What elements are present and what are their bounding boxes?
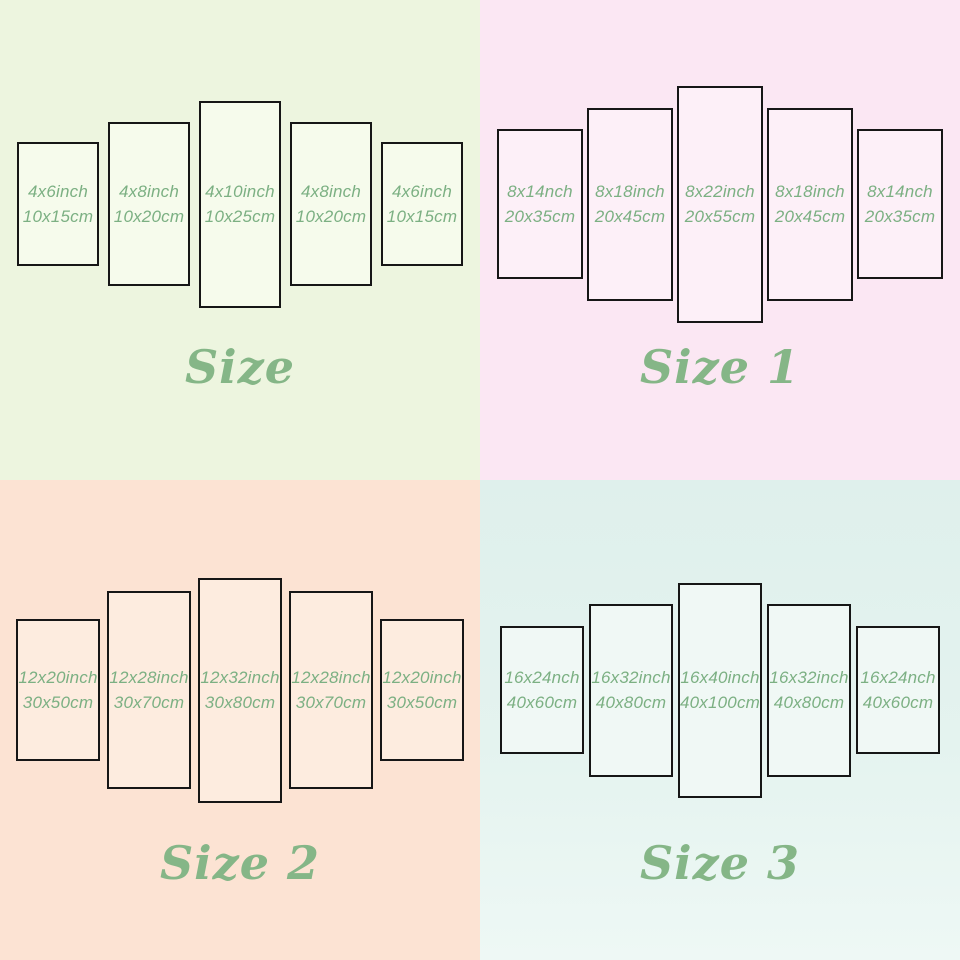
panel-label: 12x28inch 30x70cm xyxy=(291,665,370,715)
panel-size-inch: 16x40inch xyxy=(680,668,760,687)
panel-size-inch: 4x8inch xyxy=(118,182,179,201)
panel-label: 4x6inch 10x15cm xyxy=(387,179,457,229)
panel-size-cm: 20x55cm xyxy=(684,207,756,226)
panel-label: 8x18inch 20x45cm xyxy=(775,179,845,229)
panel-size-cm: 40x100cm xyxy=(679,693,761,712)
panel-label: 16x24nch 40x60cm xyxy=(860,665,935,715)
panel-size-inch: 4x8inch xyxy=(300,182,361,201)
panel-cluster: 12x20inch 30x50cm 12x28inch 30x70cm 12x3… xyxy=(0,523,480,857)
panel-size-inch: 8x14nch xyxy=(867,182,933,201)
panel-size-inch: 16x32inch xyxy=(591,668,671,687)
panel-4: 4x8inch 10x20cm xyxy=(290,122,372,286)
panel-4: 16x32inch 40x80cm xyxy=(767,603,851,777)
panel-size-cm: 20x35cm xyxy=(864,207,936,226)
panel-size-cm: 10x25cm xyxy=(204,207,276,226)
panel-3: 16x40inch 40x100cm xyxy=(678,582,762,798)
panel-size-cm: 40x80cm xyxy=(773,693,845,712)
panel-size-cm: 10x20cm xyxy=(295,207,367,226)
panel-5: 8x14nch 20x35cm xyxy=(857,129,943,279)
panel-2: 12x28inch 30x70cm xyxy=(107,591,191,789)
panel-size-inch: 12x28inch xyxy=(109,668,189,687)
panel-size-inch: 8x18inch xyxy=(595,182,665,201)
panel-size-inch: 12x20inch xyxy=(382,668,462,687)
panel-2: 8x18inch 20x45cm xyxy=(587,107,673,301)
panel-label: 16x24nch 40x60cm xyxy=(504,665,579,715)
panel-cluster: 16x24nch 40x60cm 16x32inch 40x80cm 16x40… xyxy=(480,523,960,857)
panel-cluster: 4x6inch 10x15cm 4x8inch 10x20cm 4x10inch… xyxy=(0,37,480,371)
panel-label: 4x8inch 10x20cm xyxy=(296,179,366,229)
quadrant-title: Size 1 xyxy=(639,340,801,394)
panel-label: 12x20inch 30x50cm xyxy=(18,665,97,715)
panel-label: 8x18inch 20x45cm xyxy=(595,179,665,229)
panel-1: 12x20inch 30x50cm xyxy=(16,619,100,761)
panel-label: 12x32inch 30x80cm xyxy=(200,665,279,715)
panel-3: 12x32inch 30x80cm xyxy=(198,577,282,803)
panel-size-inch: 12x28inch xyxy=(291,668,371,687)
panel-label: 12x28inch 30x70cm xyxy=(109,665,188,715)
panel-1: 4x6inch 10x15cm xyxy=(17,142,99,266)
panel-3: 4x10inch 10x25cm xyxy=(199,100,281,308)
quadrant-size-2: 12x20inch 30x50cm 12x28inch 30x70cm 12x3… xyxy=(0,480,480,960)
panel-size-cm: 30x70cm xyxy=(113,693,185,712)
panel-size-inch: 8x18inch xyxy=(775,182,845,201)
panel-size-cm: 30x50cm xyxy=(22,693,94,712)
panel-cluster: 8x14nch 20x35cm 8x18inch 20x45cm 8x22inc… xyxy=(480,37,960,371)
quadrant-size-1: 8x14nch 20x35cm 8x18inch 20x45cm 8x22inc… xyxy=(480,0,960,480)
panel-5: 12x20inch 30x50cm xyxy=(380,619,464,761)
panel-label: 4x10inch 10x25cm xyxy=(205,179,275,229)
panel-size-inch: 16x24nch xyxy=(860,668,936,687)
quadrant-title: Size 2 xyxy=(159,836,321,890)
panel-size-cm: 20x45cm xyxy=(774,207,846,226)
panel-label: 4x8inch 10x20cm xyxy=(114,179,184,229)
panel-size-cm: 40x60cm xyxy=(862,693,934,712)
panel-size-cm: 40x60cm xyxy=(506,693,578,712)
panel-4: 8x18inch 20x45cm xyxy=(767,107,853,301)
panel-3: 8x22inch 20x55cm xyxy=(677,85,763,323)
panel-label: 8x14nch 20x35cm xyxy=(505,179,575,229)
panel-2: 16x32inch 40x80cm xyxy=(589,603,673,777)
panel-size-inch: 12x20inch xyxy=(18,668,98,687)
quadrant-size-3: 16x24nch 40x60cm 16x32inch 40x80cm 16x40… xyxy=(480,480,960,960)
panel-size-cm: 20x45cm xyxy=(594,207,666,226)
panel-size-inch: 12x32inch xyxy=(200,668,280,687)
panel-5: 4x6inch 10x15cm xyxy=(381,142,463,266)
quadrant-title: Size xyxy=(184,340,296,394)
panel-label: 4x6inch 10x15cm xyxy=(23,179,93,229)
panel-1: 16x24nch 40x60cm xyxy=(500,626,584,754)
panel-size-inch: 8x14nch xyxy=(507,182,573,201)
panel-label: 8x22inch 20x55cm xyxy=(685,179,755,229)
panel-label: 12x20inch 30x50cm xyxy=(382,665,461,715)
panel-size-inch: 4x6inch xyxy=(391,182,452,201)
panel-size-cm: 10x20cm xyxy=(113,207,185,226)
panel-size-inch: 4x10inch xyxy=(205,182,275,201)
panel-size-cm: 20x35cm xyxy=(504,207,576,226)
panel-label: 8x14nch 20x35cm xyxy=(865,179,935,229)
panel-size-cm: 10x15cm xyxy=(386,207,458,226)
panel-4: 12x28inch 30x70cm xyxy=(289,591,373,789)
panel-size-cm: 30x80cm xyxy=(204,693,276,712)
panel-size-cm: 40x80cm xyxy=(595,693,667,712)
panel-size-inch: 16x32inch xyxy=(769,668,849,687)
panel-label: 16x40inch 40x100cm xyxy=(680,665,760,715)
panel-size-cm: 30x70cm xyxy=(295,693,367,712)
panel-size-cm: 10x15cm xyxy=(22,207,94,226)
panel-1: 8x14nch 20x35cm xyxy=(497,129,583,279)
panel-2: 4x8inch 10x20cm xyxy=(108,122,190,286)
panel-label: 16x32inch 40x80cm xyxy=(591,665,670,715)
panel-size-inch: 16x24nch xyxy=(504,668,580,687)
panel-size-inch: 8x22inch xyxy=(685,182,755,201)
quadrant-title: Size 3 xyxy=(639,836,801,890)
panel-size-cm: 30x50cm xyxy=(386,693,458,712)
panel-label: 16x32inch 40x80cm xyxy=(769,665,848,715)
panel-size-inch: 4x6inch xyxy=(27,182,88,201)
quadrant-size: 4x6inch 10x15cm 4x8inch 10x20cm 4x10inch… xyxy=(0,0,480,480)
panel-5: 16x24nch 40x60cm xyxy=(856,626,940,754)
